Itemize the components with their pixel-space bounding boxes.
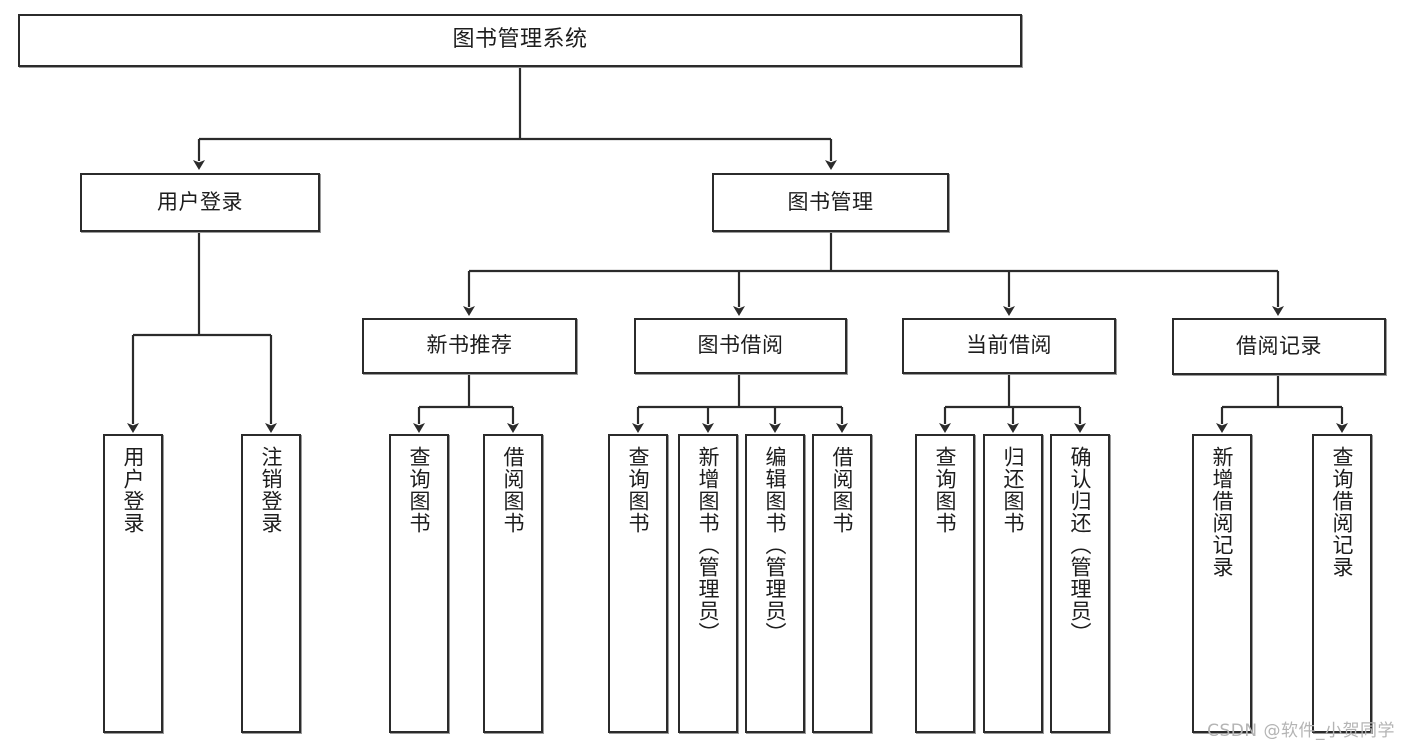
node-label: 新增借阅记录: [1210, 446, 1235, 578]
node-leaf-user-login[interactable]: 用户登录: [103, 434, 163, 733]
node-label: 用户登录: [121, 446, 146, 534]
node-label: 新书推荐: [426, 333, 513, 358]
node-label: 查询图书: [626, 446, 651, 534]
node-label: 新增图书（管理员）: [696, 446, 721, 644]
node-leaf-return-book[interactable]: 归还图书: [983, 434, 1043, 733]
node-new-book-recommend[interactable]: 新书推荐: [362, 318, 577, 374]
node-label: 查询图书: [933, 446, 958, 534]
node-label: 当前借阅: [966, 333, 1052, 358]
node-label: 用户登录: [157, 189, 243, 214]
node-label: 查询借阅记录: [1330, 446, 1355, 578]
node-book-management[interactable]: 图书管理: [712, 173, 949, 232]
node-label: 借阅图书: [501, 446, 526, 534]
node-leaf-confirm-return[interactable]: 确认归还（管理员）: [1050, 434, 1110, 733]
node-book-borrow[interactable]: 图书借阅: [634, 318, 847, 374]
node-leaf-borrow-book[interactable]: 借阅图书: [812, 434, 872, 733]
node-leaf-user-logout[interactable]: 注销登录: [241, 434, 301, 733]
node-label: 借阅记录: [1236, 333, 1322, 358]
node-label: 借阅图书: [830, 446, 855, 534]
csdn-watermark: CSDN @软件_小贺同学: [1207, 721, 1395, 741]
node-leaf-add-borrow-record[interactable]: 新增借阅记录: [1192, 434, 1252, 733]
node-label: 注销登录: [259, 446, 284, 534]
node-leaf-borrow-book-recommend[interactable]: 借阅图书: [483, 434, 543, 733]
node-label: 图书管理系统: [452, 27, 588, 53]
node-root-book-management-system[interactable]: 图书管理系统: [18, 14, 1022, 67]
node-label: 归还图书: [1001, 446, 1026, 534]
node-leaf-add-book[interactable]: 新增图书（管理员）: [678, 434, 738, 733]
node-label: 图书借阅: [697, 333, 784, 358]
node-leaf-query-book-recommend[interactable]: 查询图书: [389, 434, 449, 733]
node-user-login[interactable]: 用户登录: [80, 173, 320, 232]
node-label: 编辑图书（管理员）: [763, 446, 788, 644]
node-leaf-query-book-borrow[interactable]: 查询图书: [608, 434, 668, 733]
node-leaf-edit-book[interactable]: 编辑图书（管理员）: [745, 434, 805, 733]
node-leaf-query-borrow-record[interactable]: 查询借阅记录: [1312, 434, 1372, 733]
node-label: 确认归还（管理员）: [1068, 446, 1093, 644]
node-current-borrow[interactable]: 当前借阅: [902, 318, 1116, 374]
node-label: 图书管理: [787, 189, 874, 214]
node-leaf-query-book-current[interactable]: 查询图书: [915, 434, 975, 733]
node-borrow-record[interactable]: 借阅记录: [1172, 318, 1386, 375]
node-label: 查询图书: [407, 446, 432, 534]
